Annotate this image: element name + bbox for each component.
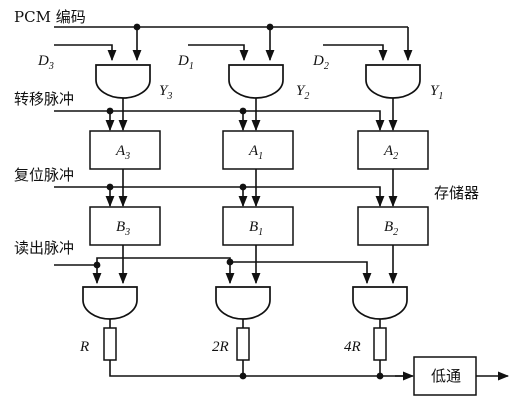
and-gate-y1 bbox=[365, 64, 421, 99]
register-b1-label: B1 bbox=[249, 219, 263, 238]
register-a2-label: A2 bbox=[383, 143, 398, 162]
register-b3-label: B3 bbox=[116, 219, 130, 238]
b-to-gate-wires bbox=[118, 245, 398, 285]
and-gate-y2 bbox=[228, 64, 284, 99]
transfer-pulse-bus bbox=[54, 107, 385, 132]
read-pulse-bus bbox=[54, 257, 372, 285]
gate-output-y2-label: Y2 bbox=[296, 83, 309, 102]
low-pass-label: 低通 bbox=[431, 367, 461, 385]
pcm-code-label: PCM 编码 bbox=[14, 8, 86, 26]
gate-output-y3-label: Y3 bbox=[159, 83, 172, 102]
register-a3 bbox=[89, 130, 161, 170]
register-a1 bbox=[222, 130, 294, 170]
summing-line bbox=[109, 360, 415, 381]
and-gate-y3 bbox=[95, 64, 151, 99]
resistor-4r-label: 4R bbox=[344, 339, 361, 355]
storage-label: 存储器 bbox=[434, 184, 479, 202]
resistor-4r bbox=[373, 327, 387, 361]
resistor-2r-label: 2R bbox=[212, 339, 229, 355]
reset-pulse-label: 复位脉冲 bbox=[14, 166, 74, 184]
read-and-gate-1 bbox=[215, 286, 271, 320]
gate-output-y1-label: Y1 bbox=[430, 83, 443, 102]
register-b2-label: B2 bbox=[384, 219, 398, 238]
read-and-gate-3 bbox=[82, 286, 138, 320]
data-input-wires bbox=[54, 44, 388, 62]
register-a3-label: A3 bbox=[115, 143, 130, 162]
resistor-r bbox=[103, 327, 117, 361]
resistor-r-label: R bbox=[79, 339, 89, 355]
register-b2 bbox=[357, 206, 429, 246]
gate-to-register-wires bbox=[118, 98, 398, 132]
pcm-bus bbox=[54, 23, 413, 62]
reset-pulse-bus bbox=[54, 183, 385, 208]
register-b1 bbox=[222, 206, 294, 246]
low-pass-filter bbox=[413, 356, 477, 396]
read-pulse-label: 读出脉冲 bbox=[14, 239, 74, 257]
resistor-2r bbox=[236, 327, 250, 361]
data-input-d2-label: D2 bbox=[312, 53, 329, 72]
data-input-d3-label: D3 bbox=[37, 53, 54, 72]
gate-to-resistor-wires bbox=[109, 319, 381, 328]
transfer-pulse-label: 转移脉冲 bbox=[14, 90, 74, 108]
register-b3 bbox=[89, 206, 161, 246]
read-and-gate-2 bbox=[352, 286, 408, 320]
register-a1-label: A1 bbox=[248, 143, 263, 162]
data-input-d1-label: D1 bbox=[177, 53, 194, 72]
